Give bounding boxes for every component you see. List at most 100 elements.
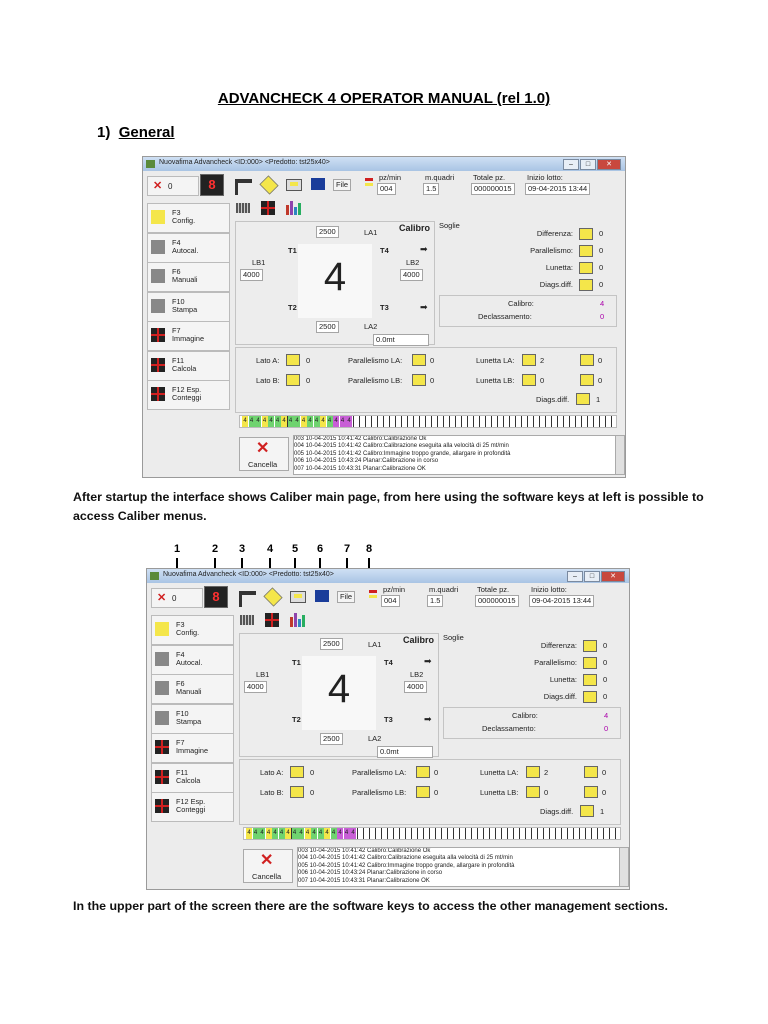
cancel-button[interactable]: ✕ Cancella <box>243 849 293 883</box>
stamp-icon[interactable] <box>286 179 302 191</box>
bar-segment: 4 <box>246 828 252 839</box>
threshold-label: Lunetta: <box>549 675 577 684</box>
cancel-label: Cancella <box>248 460 278 469</box>
close-button[interactable]: ✕ <box>597 159 621 170</box>
maximize-button[interactable]: □ <box>584 571 600 582</box>
shield-icon[interactable] <box>259 175 279 195</box>
paragraph-startup: After startup the interface shows Calibe… <box>73 490 704 523</box>
shield-icon[interactable] <box>263 587 283 607</box>
threshold-value: 0 <box>603 658 608 667</box>
table-icon[interactable] <box>315 590 329 602</box>
section-heading: 1) General <box>97 124 175 141</box>
par-lb-label: Parallelismo LB: <box>352 788 407 797</box>
par-lb-icon <box>416 786 430 798</box>
log-entry: 006 10-04-2015 10:43:24 Planar:Calibrazi… <box>294 458 439 465</box>
app-icon <box>146 160 155 168</box>
lun-la-value: 2 <box>540 356 545 365</box>
minimize-button[interactable]: – <box>567 571 583 582</box>
maximize-button[interactable]: □ <box>580 159 596 170</box>
shape-area <box>298 244 372 318</box>
stat-value: 09-04-2015 13:44 <box>525 183 591 195</box>
minimize-button[interactable]: – <box>563 159 579 170</box>
bar-segment: 4 <box>300 416 307 427</box>
threshold-value: 0 <box>599 263 604 272</box>
calibro-result-value: 4 <box>604 711 609 720</box>
threshold-value: 0 <box>603 675 608 684</box>
threshold-label: Lunetta: <box>545 263 573 272</box>
side-key-f12esp[interactable]: F12 Esp.Conteggi <box>151 792 234 822</box>
threshold-icon <box>583 691 597 703</box>
par-lb-value: 0 <box>434 788 439 797</box>
cancel-button[interactable]: ✕ Cancella <box>239 437 289 471</box>
t4-label: T4 <box>380 246 389 255</box>
threshold-label: Parallelismo: <box>530 246 573 255</box>
bar-chart-icon[interactable] <box>286 201 302 215</box>
stamp-icon[interactable] <box>290 591 306 603</box>
bar-segment: 4 <box>313 416 320 427</box>
red-x-icon: ✕ <box>260 852 274 869</box>
table-icon[interactable] <box>311 178 325 190</box>
reset-counter-button[interactable]: ✕ 0 <box>147 176 199 196</box>
par-lb-icon <box>412 374 426 386</box>
threshold-icon <box>583 640 597 652</box>
file-button[interactable]: File <box>333 179 352 191</box>
lato-b-value: 0 <box>306 376 311 385</box>
calibro-heading: Calibro <box>399 223 431 233</box>
threshold-icon <box>579 228 593 240</box>
lato-b-label: Lato B: <box>256 376 280 385</box>
image-grid-icon[interactable] <box>265 613 279 627</box>
lun-lb-value: 0 <box>540 376 545 385</box>
image-grid-icon[interactable] <box>261 201 275 215</box>
side-key-icon <box>155 799 169 813</box>
caliper-icon[interactable] <box>239 591 256 607</box>
side-key-f12esp[interactable]: F12 Esp.Conteggi <box>147 380 230 410</box>
display-digits-icon[interactable]: 8 <box>200 174 224 196</box>
t1-label: T1 <box>292 658 301 667</box>
stat-value: 09-04-2015 13:44 <box>529 595 595 607</box>
annotation-number: 2 <box>211 543 219 555</box>
caliper-icon[interactable] <box>235 179 252 195</box>
lato-a-icon <box>286 354 300 366</box>
log-scrollbar[interactable] <box>619 847 629 887</box>
threshold-label: Diags.diff. <box>539 280 573 289</box>
threshold-icon <box>583 674 597 686</box>
lato-b-value: 0 <box>310 788 315 797</box>
annotation-number: 3 <box>238 543 246 555</box>
soglie-heading: Soglie <box>439 221 460 230</box>
threshold-label: Differenza: <box>536 229 573 238</box>
laser-icon[interactable] <box>236 203 250 213</box>
diags-value: 1 <box>600 807 605 816</box>
reset-counter-button[interactable]: ✕ 0 <box>151 588 203 608</box>
bar-chart-icon[interactable] <box>290 613 306 627</box>
lun-la-value-2: 0 <box>598 356 603 365</box>
lb1-label: LB1 <box>252 258 266 267</box>
close-button[interactable]: ✕ <box>601 571 625 582</box>
counter-value: 0 <box>172 594 177 603</box>
file-button[interactable]: File <box>337 591 356 603</box>
log-scrollbar[interactable] <box>615 435 625 475</box>
display-digits-icon[interactable]: 8 <box>204 586 228 608</box>
measures-panel: Lato A: 0 Lato B: 0 Parallelismo LA: 0 P… <box>239 759 621 825</box>
laser-icon[interactable] <box>240 615 254 625</box>
lun-la-value: 2 <box>544 768 549 777</box>
lun-la-icon <box>526 766 540 778</box>
side-key-icon <box>151 210 165 224</box>
cancel-label: Cancella <box>252 872 282 881</box>
x-icon: ✕ <box>153 180 163 192</box>
